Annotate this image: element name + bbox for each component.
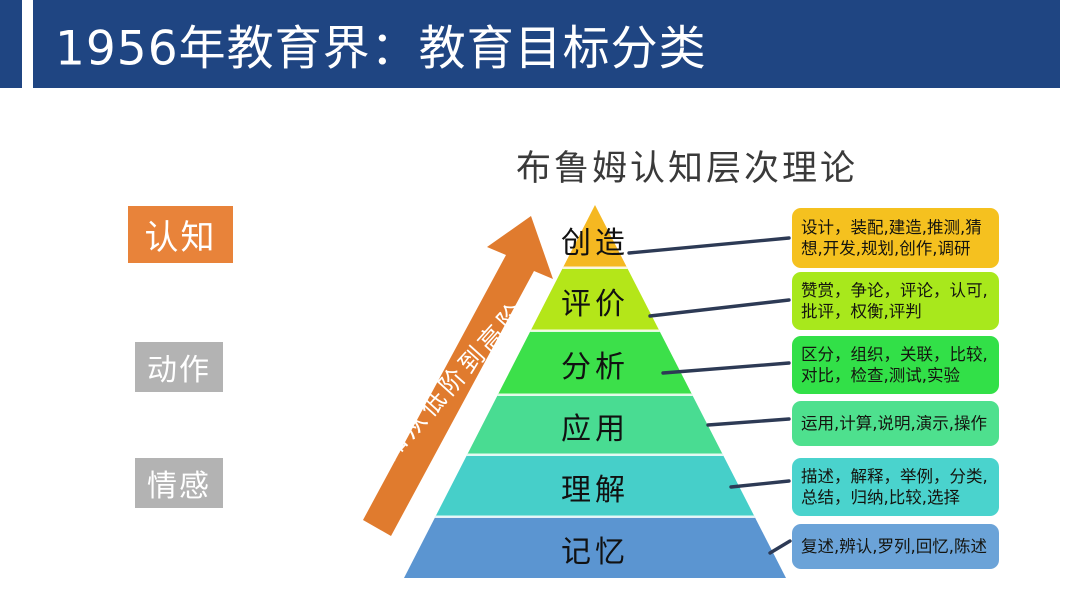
title-panel: 1956年教育界：教育目标分类 [33, 0, 1060, 88]
callout-create[interactable]: 设计，装配,建造,推测,猜想,开发,规划,创作,调研 [792, 208, 999, 268]
callout-line: 描述，解释，举例，分类, [801, 466, 988, 486]
domain-label-cognitive[interactable]: 认知 [128, 206, 233, 263]
pyramid-label-create: 创造 [561, 226, 629, 261]
pyramid-label-analyze: 分析 [561, 350, 629, 385]
callout-apply[interactable]: 运用,计算,说明,演示,操作 [792, 401, 999, 446]
callout-analyze[interactable]: 区分，组织，关联，比较, 对比，检查,测试,实验 [792, 336, 999, 394]
callout-line: 赞赏，争论，评论，认可, [801, 280, 988, 300]
callout-line: 复述,辨认,罗列,回忆,陈述 [801, 536, 987, 556]
callout-line: 对比，检查,测试,实验 [801, 366, 960, 385]
callout-line: 想,开发,规划,创作,调研 [801, 239, 971, 258]
callout-evaluate[interactable]: 赞赏，争论，评论，认可, 批评，权衡,评判 [792, 272, 999, 330]
page-title: 1956年教育界：教育目标分类 [55, 21, 707, 77]
callout-line: 批评，权衡,评判 [801, 302, 922, 321]
pyramid-label-apply: 应用 [561, 412, 629, 447]
domain-label-affective[interactable]: 情感 [135, 458, 223, 508]
callout-line: 运用,计算,说明,演示,操作 [801, 413, 987, 433]
pyramid-label-understand: 理解 [561, 473, 629, 508]
domain-label-psychomotor[interactable]: 动作 [135, 342, 223, 392]
title-banner: 1956年教育界：教育目标分类 [0, 0, 1060, 88]
connector-analyze [661, 361, 791, 375]
connector-remember [768, 539, 792, 555]
pyramid-label-remember: 记忆 [561, 534, 629, 570]
callout-line: 设计，装配,建造,推测,猜 [801, 217, 982, 237]
pyramid-label-evaluate: 评价 [561, 286, 629, 322]
callout-understand[interactable]: 描述，解释，举例，分类, 总结，归纳,比较,选择 [792, 458, 999, 516]
callout-line: 区分，组织，关联，比较, [801, 344, 988, 364]
callout-line: 总结，归纳,比较,选择 [801, 488, 960, 507]
title-accent-bar [0, 0, 22, 88]
diagram-subtitle: 布鲁姆认知层次理论 [516, 149, 859, 189]
connector-understand [729, 479, 791, 489]
callout-remember[interactable]: 复述,辨认,罗列,回忆,陈述 [792, 524, 999, 569]
connector-apply [706, 417, 791, 427]
